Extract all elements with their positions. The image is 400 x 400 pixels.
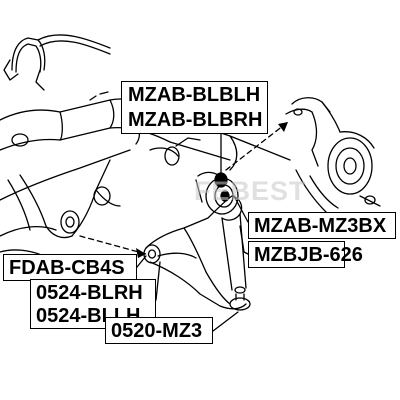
- part-label-line: 0524-BLRH: [36, 282, 143, 304]
- dashed-arrows: [79, 121, 289, 255]
- part-label-line: FDAB-CB4S: [9, 257, 125, 279]
- part-label-line: MZBJB-626: [254, 244, 363, 266]
- part-label-mzab-blblh-blbrh: MZAB-BLBLH MZAB-BLBRH: [121, 81, 268, 134]
- lower-control-arm: [143, 195, 251, 311]
- part-label-line: MZAB-MZ3BX: [254, 215, 387, 237]
- steering-knuckle: [285, 97, 381, 213]
- leader-lines: [136, 133, 249, 332]
- stabilizer-bar: [3, 34, 111, 91]
- part-label-fdab-cb4s: FDAB-CB4S: [3, 254, 137, 281]
- part-label-0520-mz3: 0520-MZ3: [105, 317, 213, 344]
- part-label-line: MZAB-BLBLH: [128, 84, 261, 106]
- part-label-line: MZAB-BLBRH: [128, 109, 263, 131]
- part-label-line: 0520-MZ3: [111, 320, 203, 342]
- part-label-mzab-mz3bx: MZAB-MZ3BX: [248, 212, 396, 239]
- arrowheads: [136, 122, 288, 258]
- watermark: FEBEST: [194, 176, 307, 206]
- part-label-mzbjb-626: MZBJB-626: [248, 241, 363, 268]
